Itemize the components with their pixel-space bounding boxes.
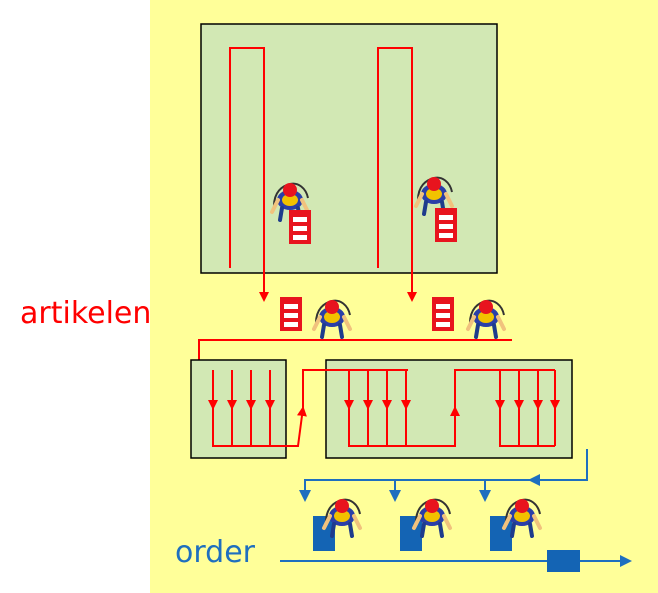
bin-icon	[280, 297, 302, 331]
lanes-right	[495, 370, 560, 447]
order-label: order	[175, 535, 256, 570]
items-label: artikelen	[20, 296, 151, 331]
bin-icon	[435, 208, 457, 242]
picking-route-right	[377, 47, 417, 302]
lanes-left	[208, 369, 408, 447]
picking-route-left	[229, 47, 269, 302]
sort-block-left	[190, 359, 287, 459]
order-box-shipped	[547, 550, 580, 572]
bin-icon	[432, 297, 454, 331]
bin-icon	[289, 210, 311, 244]
lanes-middle	[344, 369, 555, 447]
sort-block-right	[325, 359, 573, 459]
order-box	[313, 516, 335, 551]
